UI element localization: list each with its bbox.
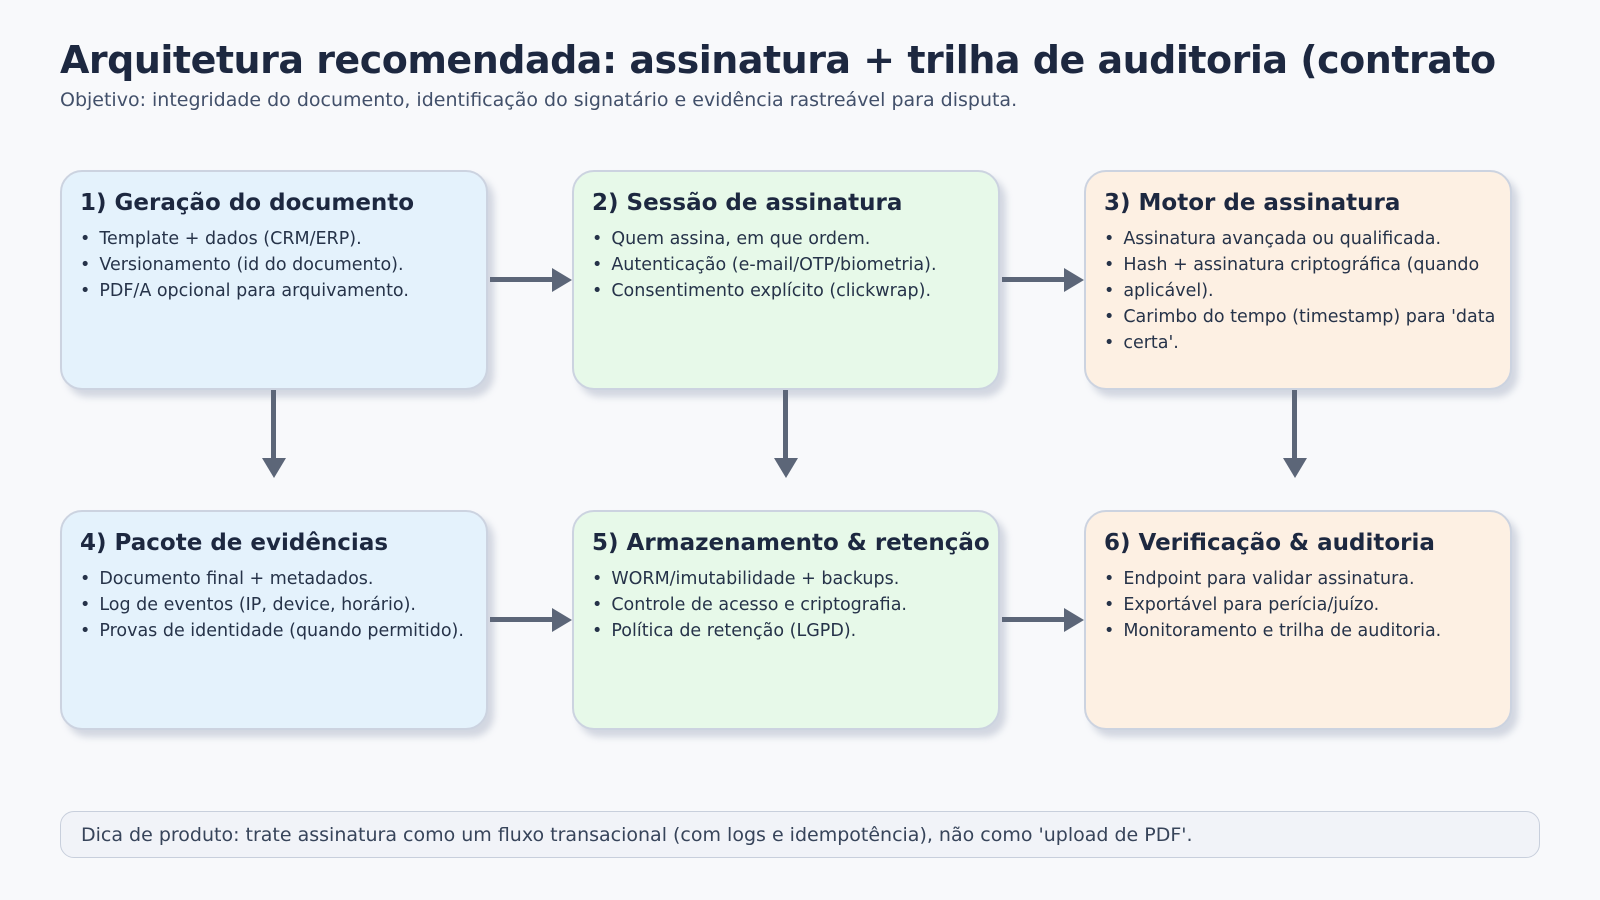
bullet-line: • Assinatura avançada ou qualificada. [1104,226,1492,252]
flow-box-evidence-package: 4) Pacote de evidências • Documento final… [60,510,488,730]
bullet-icon: • [80,569,91,589]
flow-box-verification-audit: 6) Verificação & auditoria • Endpoint par… [1084,510,1512,730]
bullet-text: WORM/imutabilidade + backups. [611,569,900,589]
box-title: 3) Motor de assinatura [1104,190,1401,216]
bullet-icon: • [1104,255,1115,275]
arrow-right-icon [490,268,574,292]
bullet-icon: • [1104,569,1115,589]
arrow-right-icon [1002,608,1086,632]
bullet-line: • Log de eventos (IP, device, horário). [80,592,468,618]
bullet-icon: • [592,255,603,275]
bullet-icon: • [592,569,603,589]
bullet-text: Controle de acesso e criptografia. [611,595,907,615]
bullet-text: Consentimento explícito (clickwrap). [611,281,932,301]
bullet-line: • Consentimento explícito (clickwrap). [592,278,980,304]
bullet-line: • Monitoramento e trilha de auditoria. [1104,618,1492,644]
flow-box-document-generation: 1) Geração do documento • Template + dado… [60,170,488,390]
arrow-down-icon [262,390,286,482]
bullet-text: certa'. [1123,333,1179,353]
arrow-down-icon [1283,390,1307,482]
arrow-right-icon [490,608,574,632]
bullet-icon: • [80,595,91,615]
product-tip-text: Dica de produto: trate assinatura como u… [81,823,1193,846]
bullet-line: • Hash + assinatura criptográfica (quando [1104,252,1492,278]
bullet-line: • Versionamento (id do documento). [80,252,468,278]
bullet-icon: • [592,595,603,615]
bullet-line: • Controle de acesso e criptografia. [592,592,980,618]
bullet-icon: • [80,281,91,301]
bullet-icon: • [1104,281,1115,301]
bullet-icon: • [592,229,603,249]
product-tip-note: Dica de produto: trate assinatura como u… [60,811,1540,858]
bullet-icon: • [1104,307,1115,327]
bullet-line: • Exportável para perícia/juízo. [1104,592,1492,618]
bullet-line: • Carimbo do tempo (timestamp) para 'data [1104,304,1496,330]
bullet-text: Log de eventos (IP, device, horário). [99,595,416,615]
bullet-text: Exportável para perícia/juízo. [1123,595,1380,615]
bullet-icon: • [592,621,603,641]
bullet-text: Monitoramento e trilha de auditoria. [1123,621,1442,641]
box-title: 1) Geração do documento [80,190,415,216]
bullet-line: • Política de retenção (LGPD). [592,618,980,644]
bullet-icon: • [80,621,91,641]
bullet-icon: • [1104,621,1115,641]
flow-box-signature-engine: 3) Motor de assinatura • Assinatura avanç… [1084,170,1512,390]
bullet-line: • Quem assina, em que ordem. [592,226,980,252]
bullet-text: Provas de identidade (quando permitido). [99,621,464,641]
bullet-line: • certa'. [1104,330,1492,356]
bullet-line: • aplicável). [1104,278,1492,304]
bullet-text: PDF/A opcional para arquivamento. [99,281,409,301]
bullet-text: Versionamento (id do documento). [99,255,404,275]
flow-box-signing-session: 2) Sessão de assinatura • Quem assina, em… [572,170,1000,390]
bullet-text: Hash + assinatura criptográfica (quando [1123,255,1480,275]
bullet-text: Endpoint para validar assinatura. [1123,569,1415,589]
bullet-line: • Endpoint para validar assinatura. [1104,566,1492,592]
box-title: 6) Verificação & auditoria [1104,530,1435,556]
flow-box-storage-retention: 5) Armazenamento & retenção • WORM/imutab… [572,510,1000,730]
bullet-text: Quem assina, em que ordem. [611,229,871,249]
bullet-text: Assinatura avançada ou qualificada. [1123,229,1442,249]
arrow-right-icon [1002,268,1086,292]
page-title: Arquitetura recomendada: assinatura + tr… [60,38,1496,82]
box-title: 2) Sessão de assinatura [592,190,903,216]
bullet-line: • PDF/A opcional para arquivamento. [80,278,468,304]
bullet-icon: • [1104,333,1115,353]
bullet-line: • Template + dados (CRM/ERP). [80,226,468,252]
bullet-icon: • [1104,595,1115,615]
bullet-text: Autenticação (e-mail/OTP/biometria). [611,255,937,275]
bullet-line: • Provas de identidade (quando permitido)… [80,618,468,644]
bullet-icon: • [1104,229,1115,249]
box-title: 5) Armazenamento & retenção [592,530,990,556]
bullet-line: • WORM/imutabilidade + backups. [592,566,980,592]
bullet-line: • Documento final + metadados. [80,566,468,592]
bullet-text: Documento final + metadados. [99,569,374,589]
page-subtitle: Objetivo: integridade do documento, iden… [60,89,1018,111]
bullet-icon: • [80,255,91,275]
bullet-text: Template + dados (CRM/ERP). [99,229,362,249]
bullet-text: Carimbo do tempo (timestamp) para 'data [1123,307,1496,327]
bullet-icon: • [592,281,603,301]
bullet-text: Política de retenção (LGPD). [611,621,857,641]
arrow-down-icon [774,390,798,482]
box-title: 4) Pacote de evidências [80,530,389,556]
bullet-text: aplicável). [1123,281,1214,301]
bullet-line: • Autenticação (e-mail/OTP/biometria). [592,252,980,278]
bullet-icon: • [80,229,91,249]
